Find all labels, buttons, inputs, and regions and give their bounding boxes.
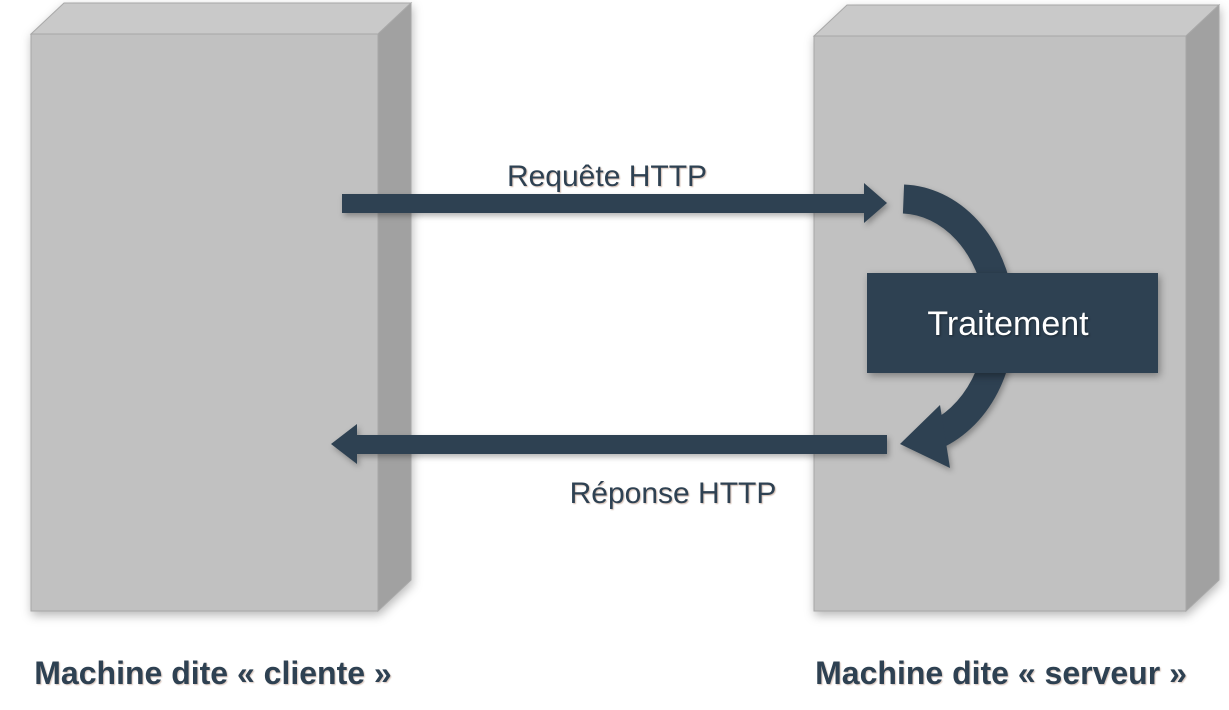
client-box-side-face <box>377 1 412 613</box>
server-machine-label: Machine dite « serveur » <box>815 655 1187 691</box>
processing-loop-arrowhead-icon <box>900 405 950 468</box>
server-box-side-face <box>1185 3 1220 613</box>
request-arrow-shaft <box>342 194 864 213</box>
processing-box-rect <box>867 273 1158 373</box>
response-arrow <box>331 424 887 464</box>
response-arrowhead-icon <box>331 424 357 464</box>
response-label: Réponse HTTP <box>570 477 777 510</box>
client-box-top-face <box>29 2 413 35</box>
client-box-front-face <box>30 33 379 612</box>
request-label: Requête HTTP <box>507 160 707 193</box>
server-box-top-face <box>812 4 1221 37</box>
request-arrow <box>342 183 887 223</box>
client-machine-box <box>29 1 413 613</box>
processing-box: Traitement <box>867 273 1158 373</box>
processing-label: Traitement <box>927 305 1089 343</box>
request-arrowhead-icon <box>864 183 887 223</box>
response-arrow-shaft <box>356 435 887 454</box>
client-machine-label: Machine dite « cliente » <box>34 655 391 691</box>
